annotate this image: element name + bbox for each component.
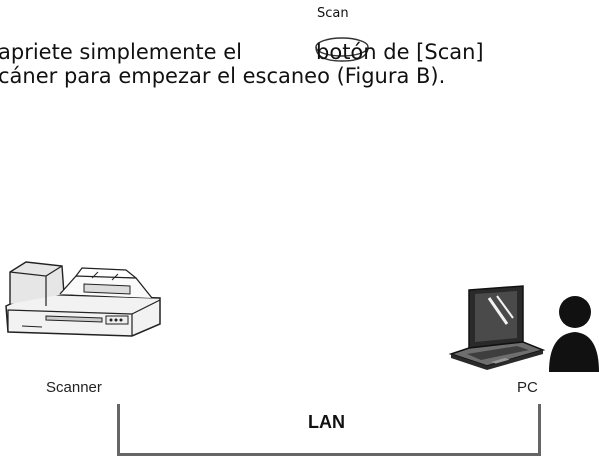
laptop-icon — [448, 285, 546, 370]
pc-label: PC — [517, 379, 538, 396]
scan-button-icon — [315, 37, 369, 62]
instruction-text-before-icon: apriete simplemente el — [0, 40, 243, 64]
person-icon — [549, 296, 599, 372]
scanner-icon — [5, 261, 161, 337]
instruction-text-after-icon: botón de [Scan] — [316, 40, 484, 64]
instruction-line-2: cáner para empezar el escaneo (Figura B)… — [0, 64, 446, 88]
pc-icon — [448, 285, 599, 372]
instruction-line-1: apriete simplemente el botón de [Scan] — [0, 40, 484, 64]
scanner-label: Scanner — [46, 379, 102, 396]
scan-button-caption: Scan — [317, 6, 349, 21]
lan-label: LAN — [308, 412, 345, 432]
lan-connection-line — [117, 404, 541, 456]
